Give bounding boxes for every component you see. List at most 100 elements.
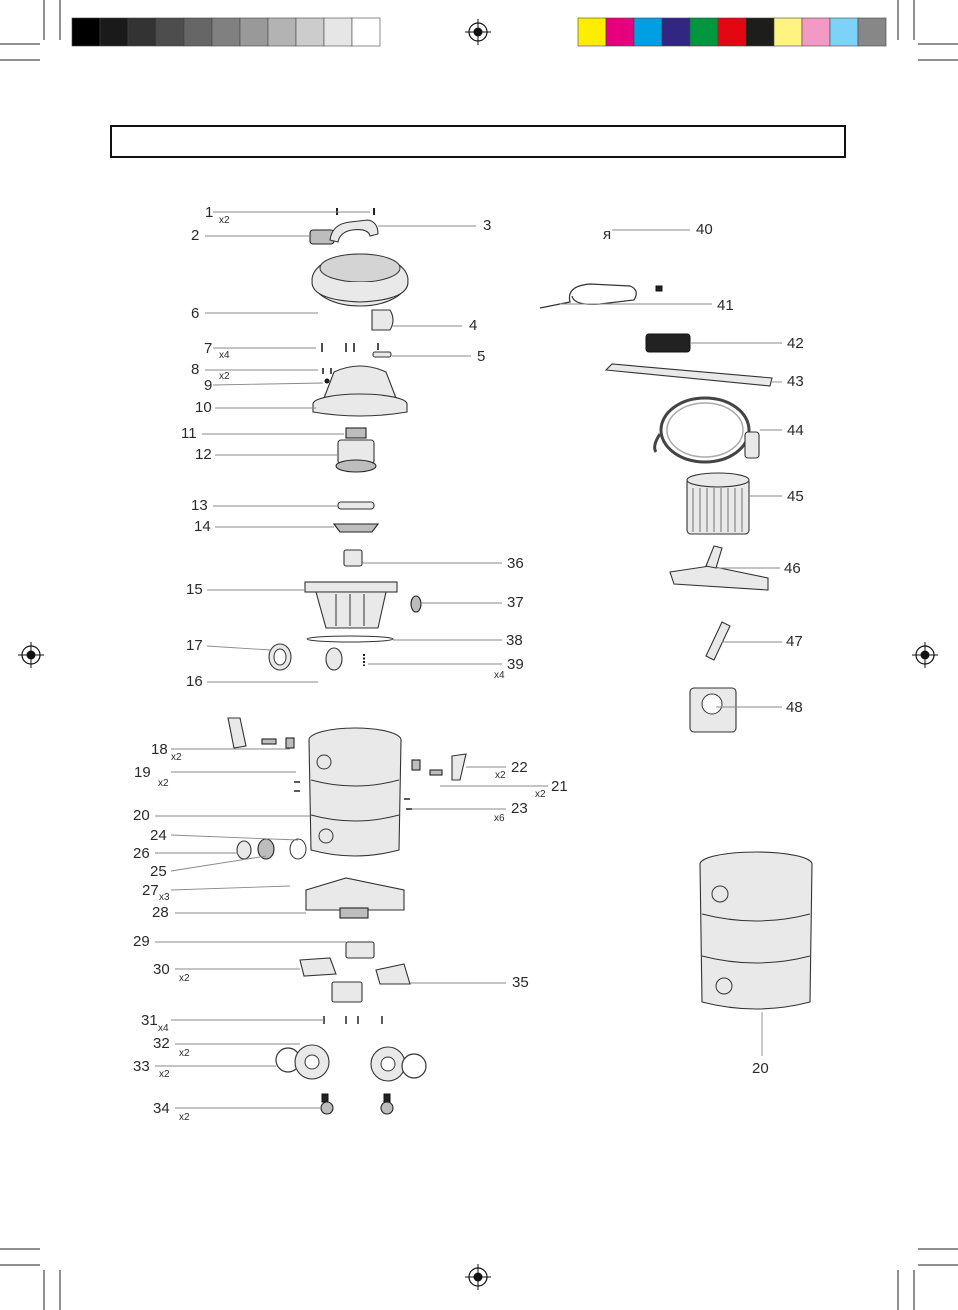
callout-number: 21: [551, 778, 568, 795]
callout-quantity: x2: [158, 778, 169, 789]
gray-swatch: [128, 18, 156, 46]
header-box: [111, 126, 845, 157]
callout-number: 34: [153, 1100, 170, 1117]
motor-part: [346, 428, 366, 438]
callout-number: 47: [786, 633, 803, 650]
color-swatch: [802, 18, 830, 46]
registration-mark: [912, 642, 938, 668]
color-swatch: [634, 18, 662, 46]
callout-number: 46: [784, 560, 801, 577]
gray-swatch: [324, 18, 352, 46]
callout-number: 7: [204, 340, 212, 357]
extension-tube-part: [606, 364, 772, 386]
callout-number: 14: [194, 518, 211, 535]
callout-number: 13: [191, 497, 208, 514]
gray-swatch: [268, 18, 296, 46]
callout-number: 24: [150, 827, 167, 844]
gray-swatch: [184, 18, 212, 46]
leader-line: [171, 886, 290, 890]
color-swatch: [690, 18, 718, 46]
hose-part: [661, 398, 749, 462]
callout-number: 44: [787, 422, 804, 439]
callout-quantity: x2: [179, 1112, 190, 1123]
callout-number: 26: [133, 845, 150, 862]
gray-swatch: [100, 18, 128, 46]
color-calibration-bar: [578, 18, 886, 46]
gray-swatch: [352, 18, 380, 46]
callout-number: 45: [787, 488, 804, 505]
registration-mark: [465, 1264, 491, 1290]
callout-number: 36: [507, 555, 524, 572]
callout-number: 19: [134, 764, 151, 781]
callout-number: 11: [181, 425, 197, 442]
color-swatch: [830, 18, 858, 46]
callout-number: 40: [696, 221, 713, 238]
callout-number: 41: [717, 297, 734, 314]
filter-cage-part: [305, 582, 397, 592]
callout-number: 1: [205, 204, 213, 221]
gray-swatch: [240, 18, 268, 46]
callout-number: 5: [477, 348, 485, 365]
callout-number: 4: [469, 317, 477, 334]
callout-number: 42: [787, 335, 804, 352]
callout-quantity: x2: [535, 789, 546, 800]
color-swatch: [606, 18, 634, 46]
callout-quantity: x2: [495, 770, 506, 781]
callout-number: 33: [133, 1058, 150, 1075]
callout-number: 2: [191, 227, 199, 244]
callout-number: 10: [195, 399, 212, 416]
gray-swatch: [296, 18, 324, 46]
callout-number: 43: [787, 373, 804, 390]
floor-nozzle-part: [670, 566, 768, 590]
color-swatch: [578, 18, 606, 46]
callout-number: 29: [133, 933, 150, 950]
callout-quantity: x2: [219, 371, 230, 382]
callout-number: 15: [186, 581, 203, 598]
callout-number: 22: [511, 759, 528, 776]
callout-number: 30: [153, 961, 170, 978]
callout-quantity: x2: [179, 973, 190, 984]
callout-number: 23: [511, 800, 528, 817]
gray-calibration-bar: [72, 18, 380, 46]
callout-number: 20: [752, 1060, 769, 1077]
callout-quantity: x4: [219, 350, 230, 361]
callout-number: 8: [191, 361, 199, 378]
callout-number: 35: [512, 974, 529, 991]
brush-part: [646, 334, 690, 352]
motor-housing-part: [324, 366, 396, 398]
color-swatch: [774, 18, 802, 46]
color-swatch: [662, 18, 690, 46]
gray-swatch: [72, 18, 100, 46]
callout-number: 6: [191, 305, 199, 322]
callout-quantity: x2: [219, 215, 230, 226]
callout-number: 16: [186, 673, 203, 690]
svg-text:ᴙ: ᴙ: [603, 226, 611, 243]
leader-line: [171, 835, 298, 840]
leader-line: [171, 856, 266, 871]
callout-number: 9: [204, 377, 212, 394]
callout-number: 28: [152, 904, 169, 921]
callout-quantity: x2: [179, 1048, 190, 1059]
callout-number: 18: [151, 741, 168, 758]
callout-number: 39: [507, 656, 524, 673]
gray-swatch: [212, 18, 240, 46]
handle-part: [330, 220, 378, 242]
registration-mark: [465, 19, 491, 45]
base-part: [306, 878, 404, 910]
callout-number: 27: [142, 882, 159, 899]
callout-number: 25: [150, 863, 167, 880]
registration-mark: [18, 642, 44, 668]
callout-quantity: x3: [159, 892, 170, 903]
callout-number: 32: [153, 1035, 170, 1052]
crevice-tool-part: [706, 622, 730, 660]
callout-quantity: x2: [159, 1069, 170, 1080]
float-part: [372, 310, 393, 330]
callout-number: 31: [141, 1012, 158, 1029]
callout-number: 12: [195, 446, 212, 463]
color-swatch: [746, 18, 774, 46]
callout-number: 17: [186, 637, 203, 654]
callout-quantity: x4: [494, 670, 505, 681]
callout-quantity: x2: [171, 752, 182, 763]
